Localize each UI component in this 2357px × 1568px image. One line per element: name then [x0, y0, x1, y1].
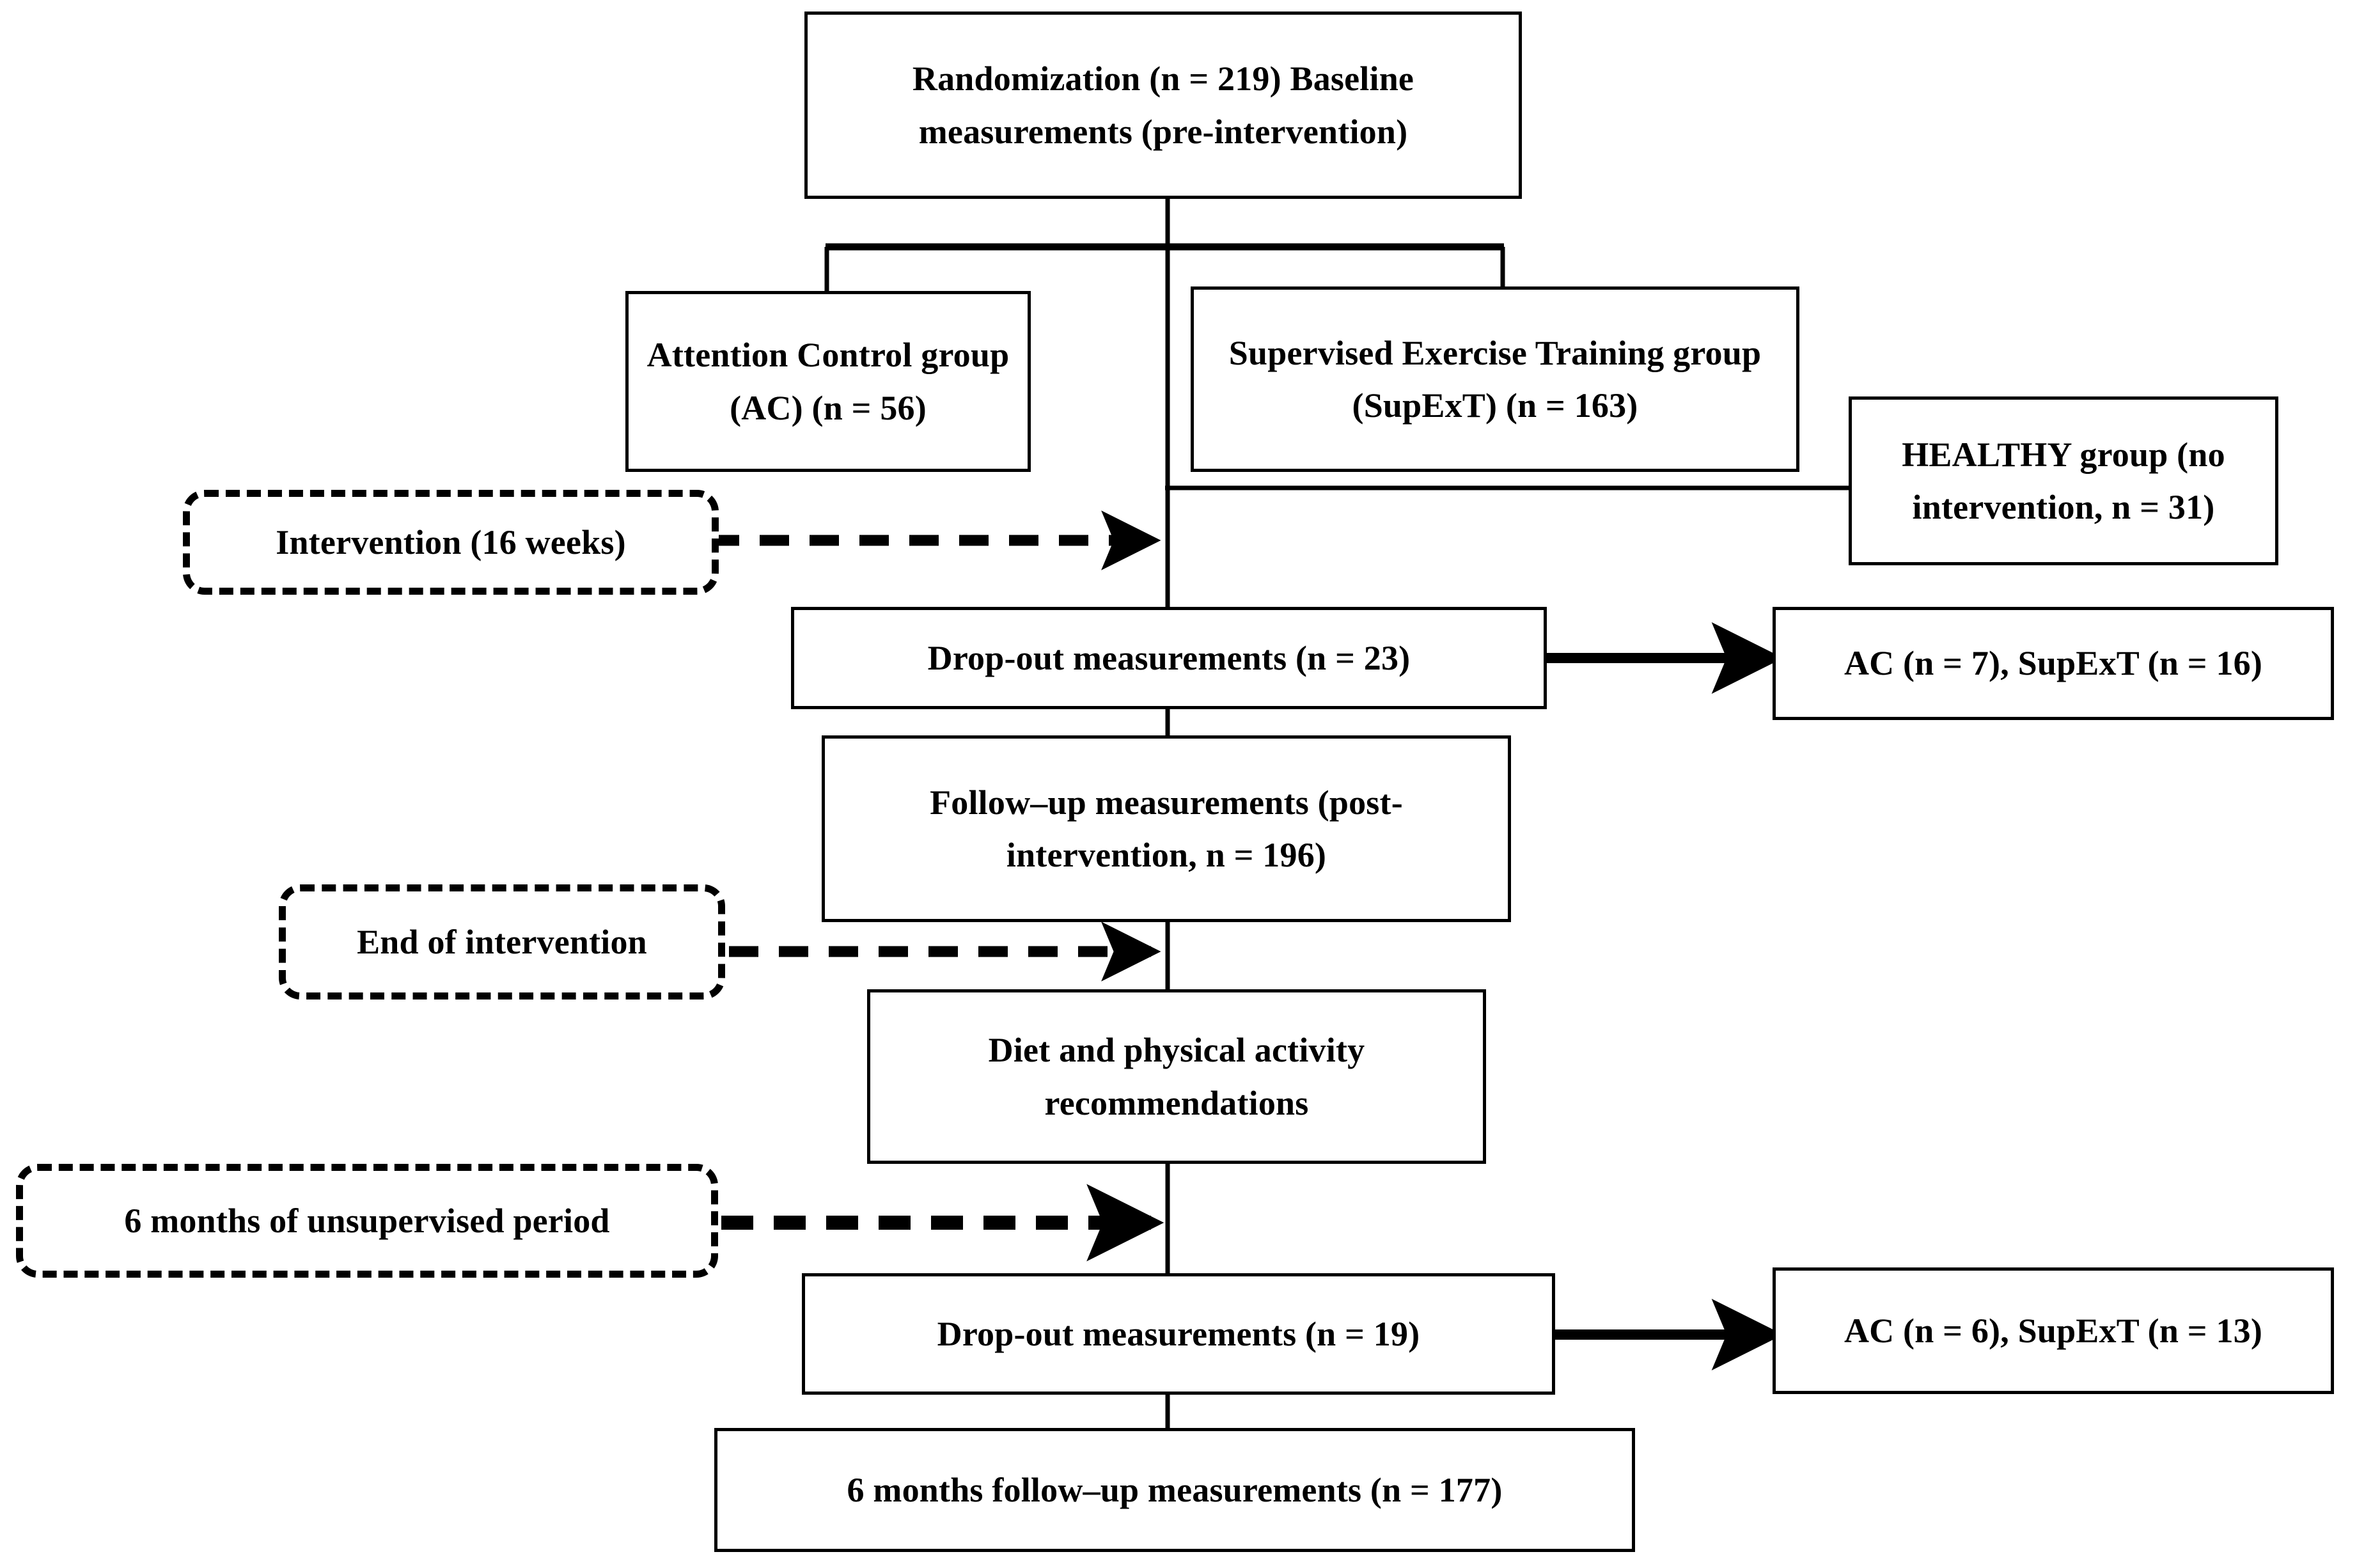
node-attention-control-label: Attention Control group (AC) (n = 56)	[646, 336, 1010, 427]
node-dropout-2-label: Drop-out measurements (n = 19)	[937, 1314, 1420, 1353]
node-unsupervised-period-label: 6 months of unsupervised period	[124, 1201, 610, 1240]
node-randomization-label: Randomization (n = 219) Baseline measure…	[912, 59, 1414, 151]
node-end-of-intervention-label: End of intervention	[357, 922, 647, 961]
node-diet-activity[interactable]: Diet and physical activity recommendatio…	[867, 989, 1486, 1164]
edge-randomization-split	[824, 199, 1505, 297]
node-dropout-2-breakdown-label: AC (n = 6), SupExT (n = 13)	[1844, 1311, 2263, 1350]
node-supervised-exercise-label: Supervised Exercise Training group (SupE…	[1228, 333, 1762, 425]
node-dropout-2[interactable]: Drop-out measurements (n = 19)	[802, 1273, 1555, 1395]
node-dropout-2-breakdown[interactable]: AC (n = 6), SupExT (n = 13)	[1773, 1267, 2334, 1394]
node-dropout-1[interactable]: Drop-out measurements (n = 23)	[791, 607, 1547, 709]
node-attention-control[interactable]: Attention Control group (AC) (n = 56)	[625, 291, 1031, 472]
node-unsupervised-period[interactable]: 6 months of unsupervised period	[16, 1164, 718, 1278]
node-dropout-1-breakdown[interactable]: AC (n = 7), SupExT (n = 16)	[1773, 607, 2334, 720]
node-randomization[interactable]: Randomization (n = 219) Baseline measure…	[804, 12, 1522, 199]
node-dropout-1-breakdown-label: AC (n = 7), SupExT (n = 16)	[1844, 644, 2263, 683]
node-intervention-16-weeks[interactable]: Intervention (16 weeks)	[183, 490, 719, 595]
node-healthy-group-label: HEALTHY group (no intervention, n = 31)	[1902, 435, 2225, 526]
node-end-of-intervention[interactable]: End of intervention	[279, 884, 725, 1000]
node-diet-activity-label: Diet and physical activity recommendatio…	[988, 1031, 1365, 1122]
node-dropout-1-label: Drop-out measurements (n = 23)	[927, 638, 1411, 677]
node-supervised-exercise[interactable]: Supervised Exercise Training group (SupE…	[1191, 286, 1799, 472]
node-healthy-group[interactable]: HEALTHY group (no intervention, n = 31)	[1849, 396, 2278, 565]
node-followup-post[interactable]: Follow–up measurements (post-interventio…	[822, 735, 1511, 922]
node-intervention-16-weeks-label: Intervention (16 weeks)	[276, 522, 626, 561]
node-followup-6-months-label: 6 months follow–up measurements (n = 177…	[847, 1470, 1503, 1509]
node-followup-post-label: Follow–up measurements (post-interventio…	[930, 783, 1403, 874]
node-followup-6-months[interactable]: 6 months follow–up measurements (n = 177…	[714, 1428, 1635, 1552]
